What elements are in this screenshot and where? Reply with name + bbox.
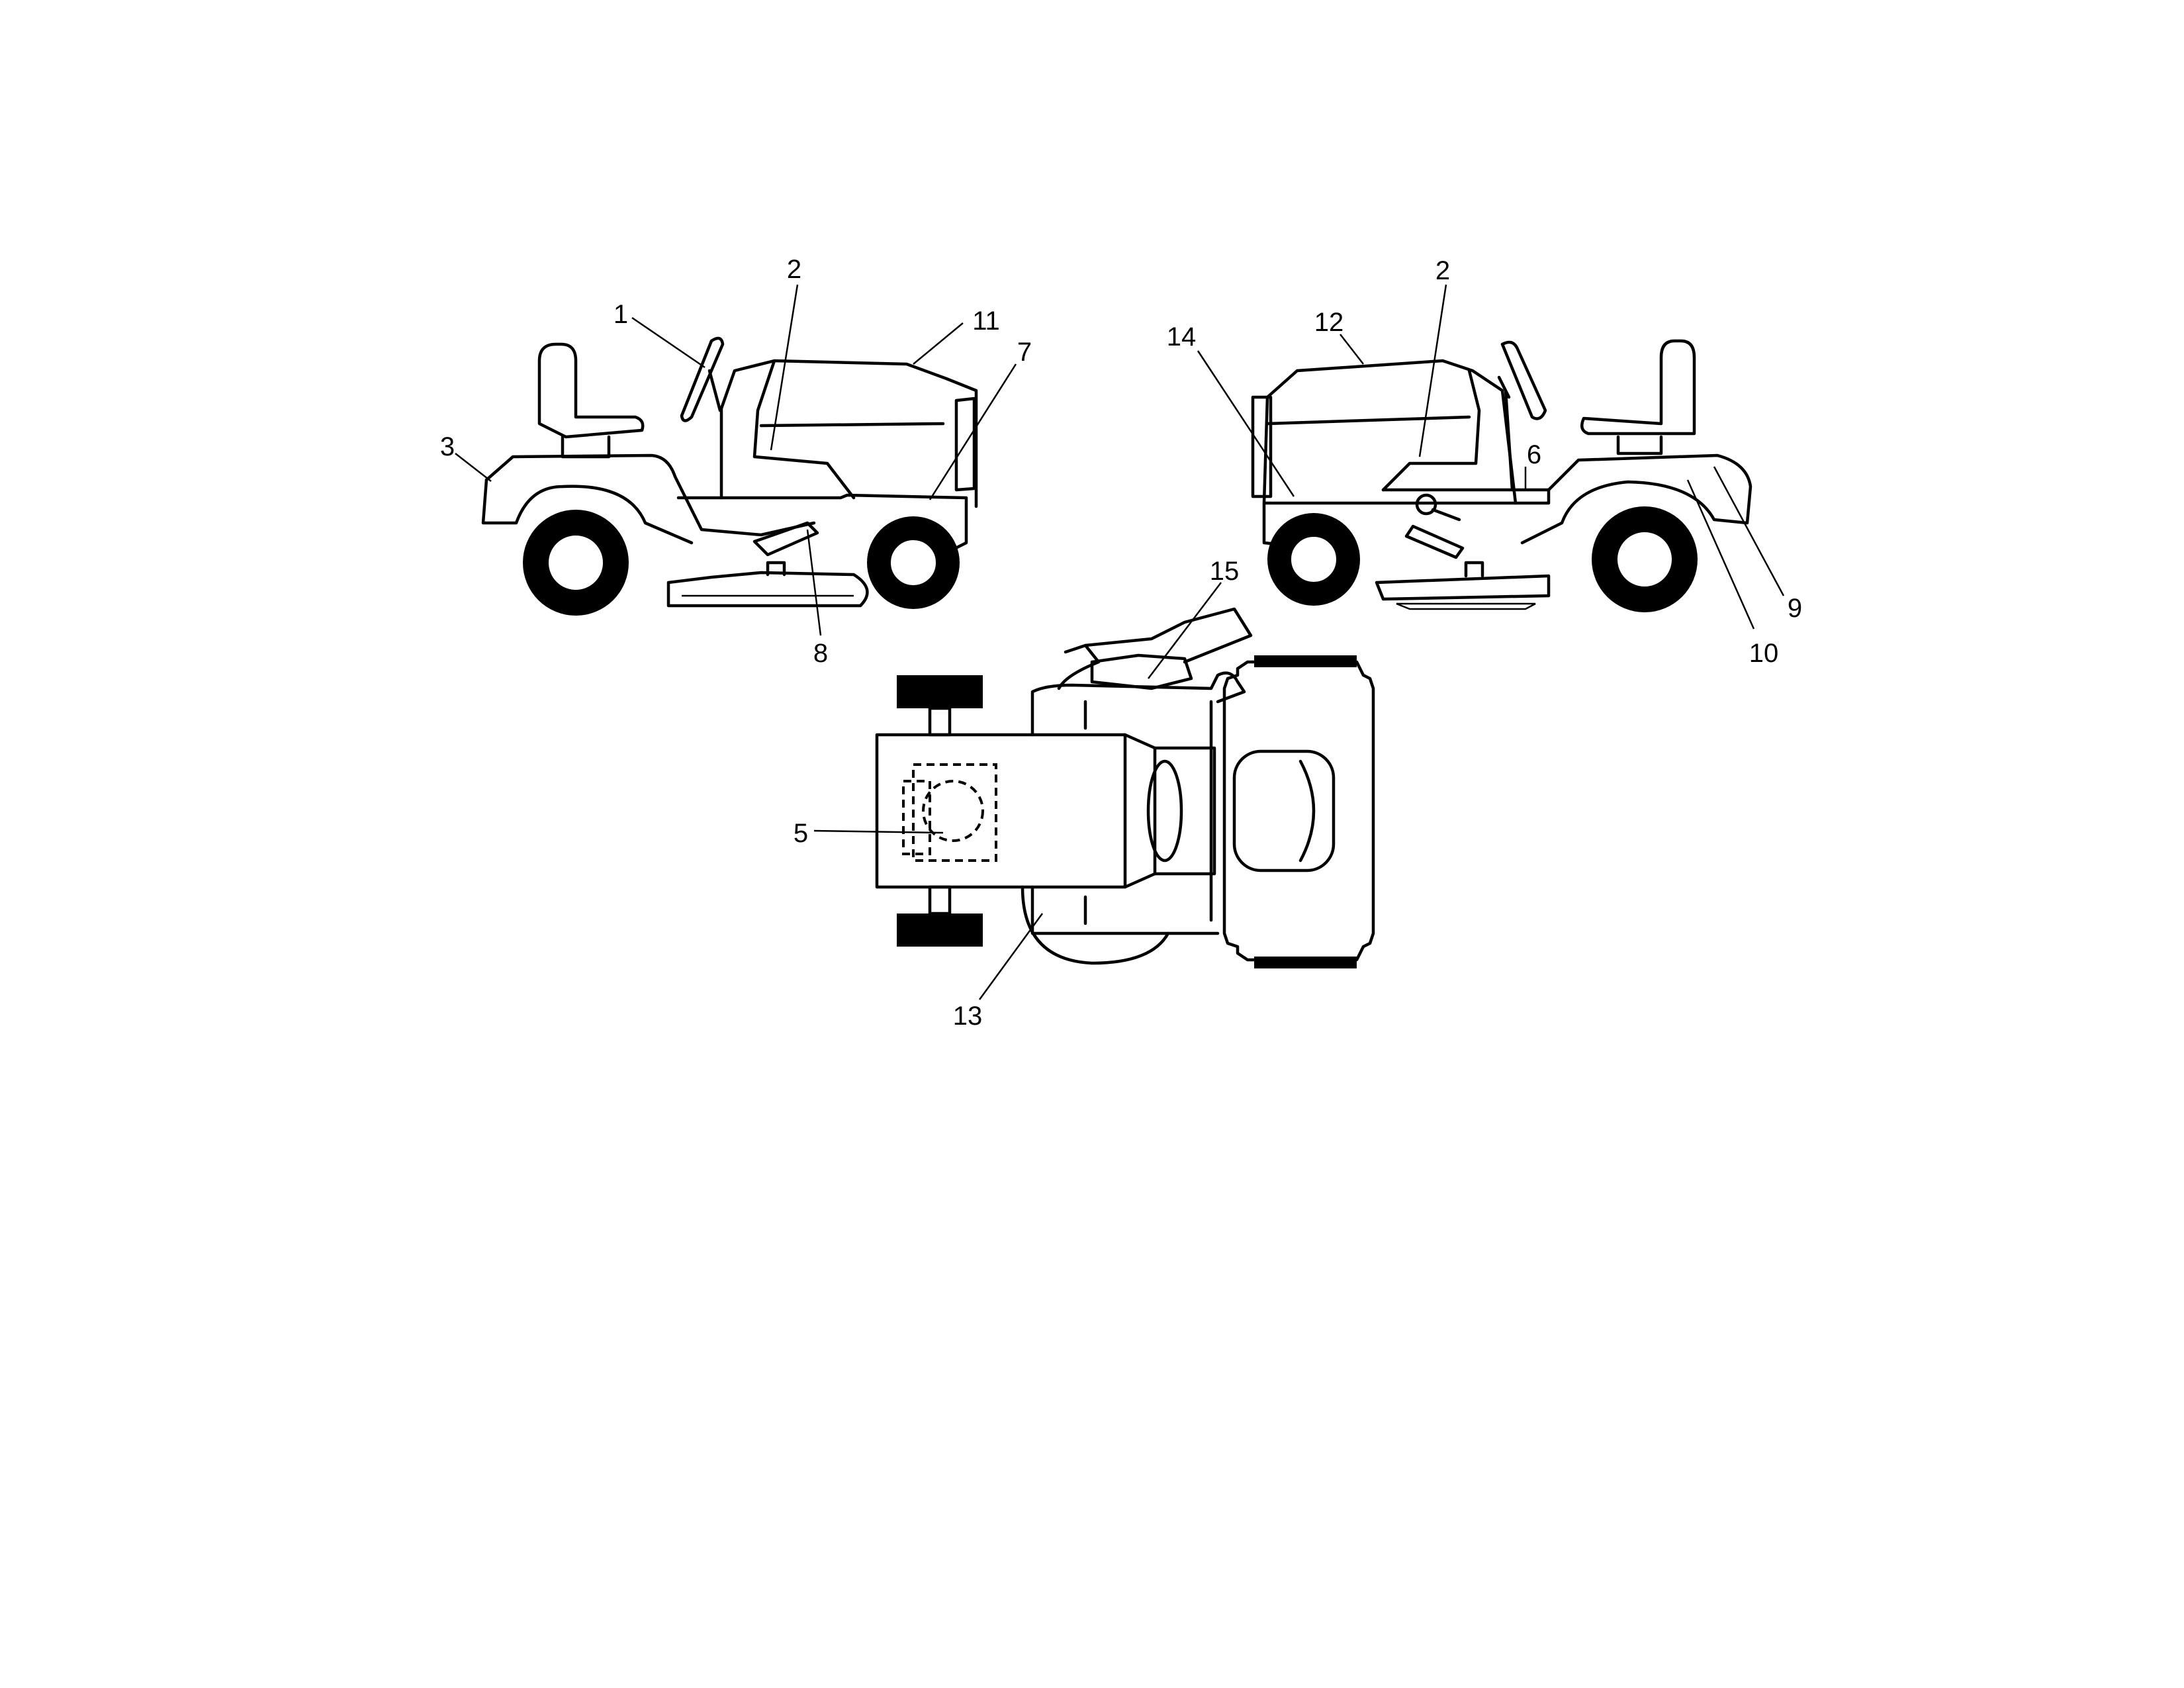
callout-13: 13 — [953, 1002, 983, 1031]
callout-2-right: 2 — [1435, 256, 1450, 285]
callout-numbers: 1 2 11 7 3 8 14 12 2 6 9 10 15 5 13 — [440, 255, 1802, 1031]
callout-2-left: 2 — [787, 255, 801, 284]
callout-15: 15 — [1210, 557, 1240, 586]
tractor-right-side-view — [1251, 339, 1752, 612]
tractor-top-view — [875, 607, 1375, 968]
callout-1: 1 — [614, 300, 628, 329]
callout-10: 10 — [1749, 639, 1779, 668]
tractor-left-side-view — [481, 336, 978, 616]
callout-12: 12 — [1314, 308, 1344, 337]
callout-5: 5 — [794, 819, 808, 848]
callout-8: 8 — [813, 639, 828, 668]
callout-leader-lines — [455, 284, 1785, 1000]
callout-11: 11 — [972, 306, 1000, 336]
callout-7: 7 — [1017, 338, 1032, 367]
callout-9: 9 — [1788, 594, 1802, 623]
callout-6: 6 — [1527, 440, 1541, 469]
callout-14: 14 — [1167, 322, 1197, 352]
callout-3: 3 — [440, 432, 455, 461]
